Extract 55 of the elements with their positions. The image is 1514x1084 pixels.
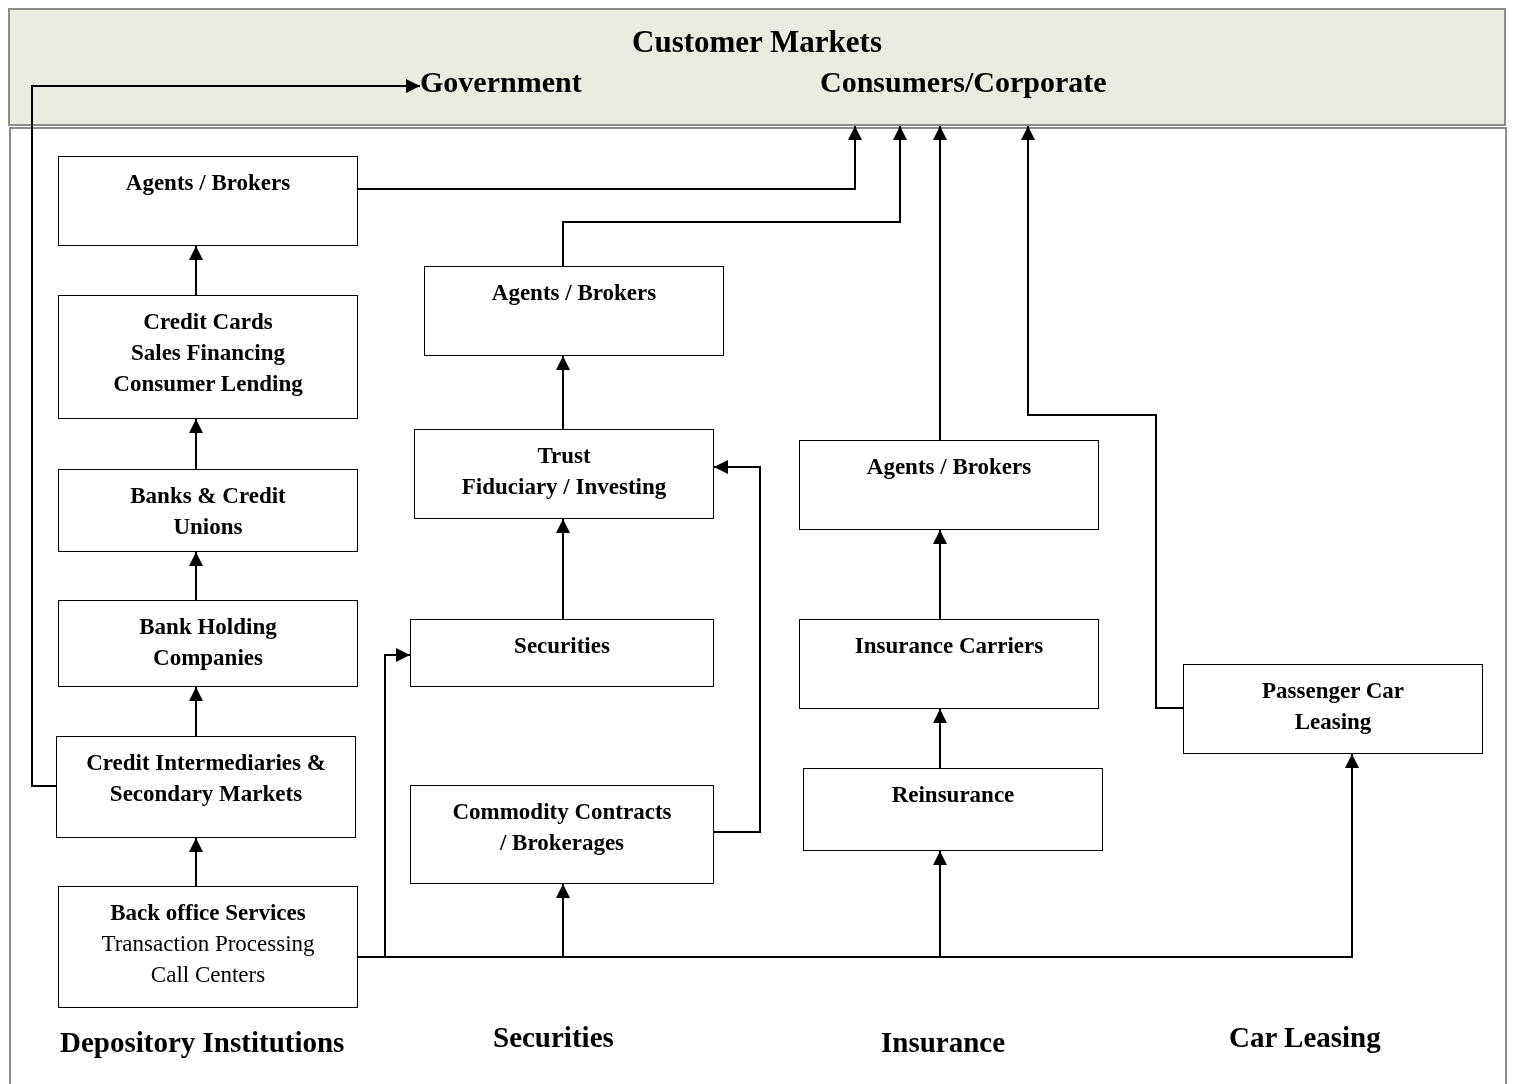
process-box <box>410 785 714 884</box>
process-box <box>58 886 358 1008</box>
arrow <box>713 460 761 833</box>
box-label: Transaction Processing <box>100 930 316 958</box>
arrow <box>933 529 947 620</box>
box-label: Banks & Credit Unions <box>129 482 287 541</box>
process-box <box>803 768 1103 851</box>
box-label: Reinsurance <box>890 781 1016 809</box>
arrow <box>556 355 570 430</box>
arrow <box>933 125 947 441</box>
box-label: Credit Intermediaries & Secondary Markets <box>85 749 327 808</box>
box-label: Fiduciary / Investing <box>460 473 668 501</box>
process-box <box>56 736 356 838</box>
band-heading: Customer Markets <box>631 26 883 57</box>
process-box <box>414 429 714 519</box>
box-label: Insurance Carriers <box>853 632 1045 660</box>
process-box <box>410 619 714 687</box>
box-label: Credit Cards <box>142 308 274 336</box>
box-label: Agents / Brokers <box>865 453 1033 481</box>
arrow <box>556 518 570 620</box>
process-box <box>799 619 1099 709</box>
box-label: Agents / Brokers <box>124 169 292 197</box>
target-label: Consumers/Corporate <box>820 66 1108 97</box>
box-label: Passenger Car Leasing <box>1261 677 1405 736</box>
process-box <box>58 295 358 419</box>
column-heading: Car Leasing <box>1229 1021 1381 1054</box>
arrow <box>933 708 947 769</box>
box-label: Agents / Brokers <box>490 279 658 307</box>
arrow <box>562 125 907 267</box>
column-heading: Depository Institutions <box>60 1026 345 1059</box>
arrow <box>357 125 862 190</box>
process-box <box>799 440 1099 530</box>
arrow <box>189 245 203 296</box>
process-box <box>58 600 358 687</box>
arrow <box>1021 125 1184 709</box>
arrow <box>31 79 421 787</box>
box-label: Back office Services <box>109 899 307 927</box>
box-label: Consumer Lending <box>112 370 304 398</box>
process-box <box>58 469 358 552</box>
box-label: Bank Holding Companies <box>138 613 278 672</box>
box-label: Commodity Contracts / Brokerages <box>451 798 673 857</box>
box-label: Trust <box>536 442 592 470</box>
target-label: Government <box>420 66 583 97</box>
column-heading: Securities <box>493 1021 614 1054</box>
process-box <box>1183 664 1483 754</box>
column-heading: Insurance <box>881 1026 1006 1059</box>
arrow <box>189 418 203 470</box>
arrow <box>189 551 203 601</box>
arrow <box>189 837 203 887</box>
process-box <box>424 266 724 356</box>
process-box <box>58 156 358 246</box>
box-label: Call Centers <box>149 961 267 989</box>
box-label: Sales Financing <box>130 339 286 367</box>
box-label: Securities <box>513 632 611 660</box>
arrow <box>189 686 203 737</box>
